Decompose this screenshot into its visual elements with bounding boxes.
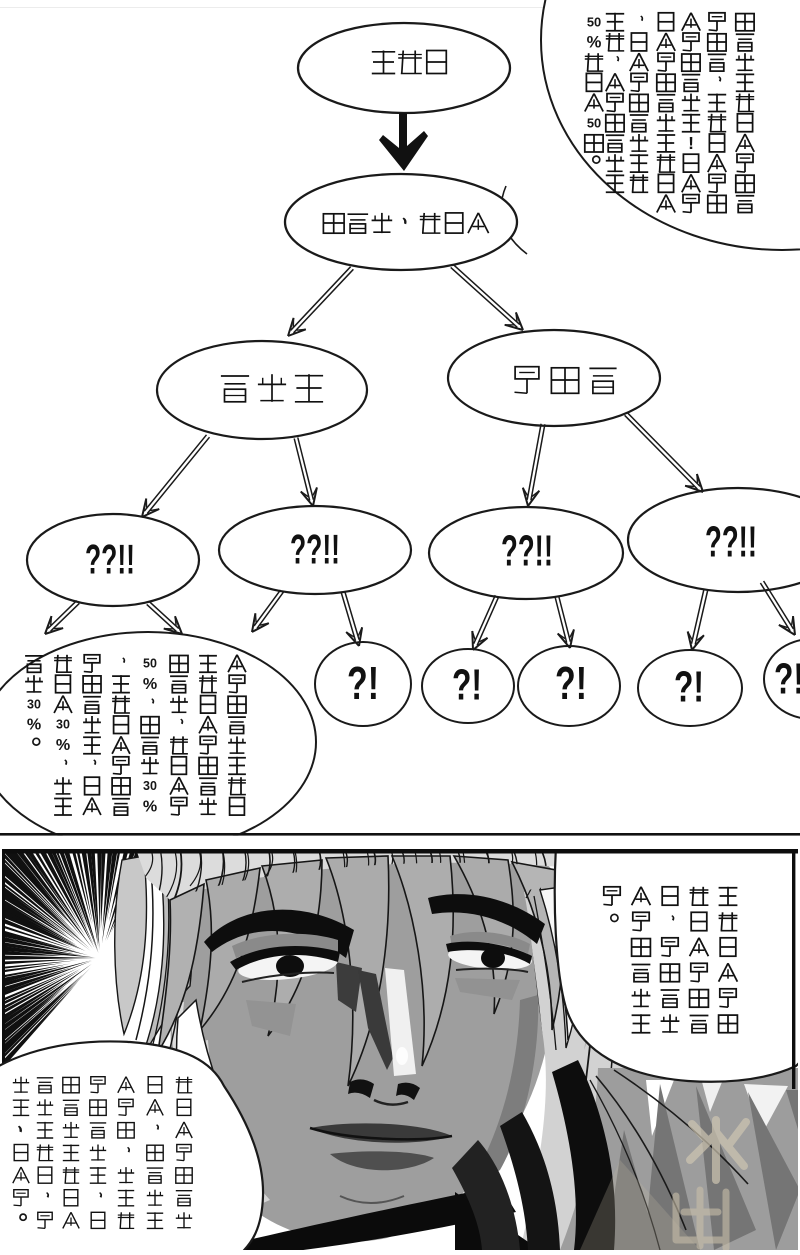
svg-text:??!!: ??!! [501, 527, 553, 576]
svg-text:??!!: ??!! [290, 526, 340, 573]
svg-text:??!!: ??!! [85, 536, 135, 583]
svg-text:30: 30 [143, 779, 157, 793]
svg-text:%: % [587, 33, 602, 52]
svg-text:30: 30 [27, 697, 41, 711]
svg-text:?!: ?! [774, 655, 800, 704]
svg-text:??!!: ??!! [705, 518, 757, 567]
svg-text:%: % [27, 716, 41, 734]
svg-text:30: 30 [56, 718, 70, 732]
svg-text:?!: ?! [347, 657, 379, 709]
svg-text:?!: ?! [452, 661, 482, 710]
svg-text:!: ! [688, 133, 694, 153]
svg-text:%: % [143, 675, 157, 693]
svg-text:%: % [56, 736, 70, 754]
svg-text:?!: ?! [674, 663, 704, 712]
svg-text:50: 50 [587, 14, 601, 29]
svg-text:50: 50 [143, 657, 157, 671]
svg-text:%: % [143, 797, 157, 815]
svg-text:?!: ?! [555, 657, 587, 709]
svg-text:50: 50 [587, 115, 601, 130]
